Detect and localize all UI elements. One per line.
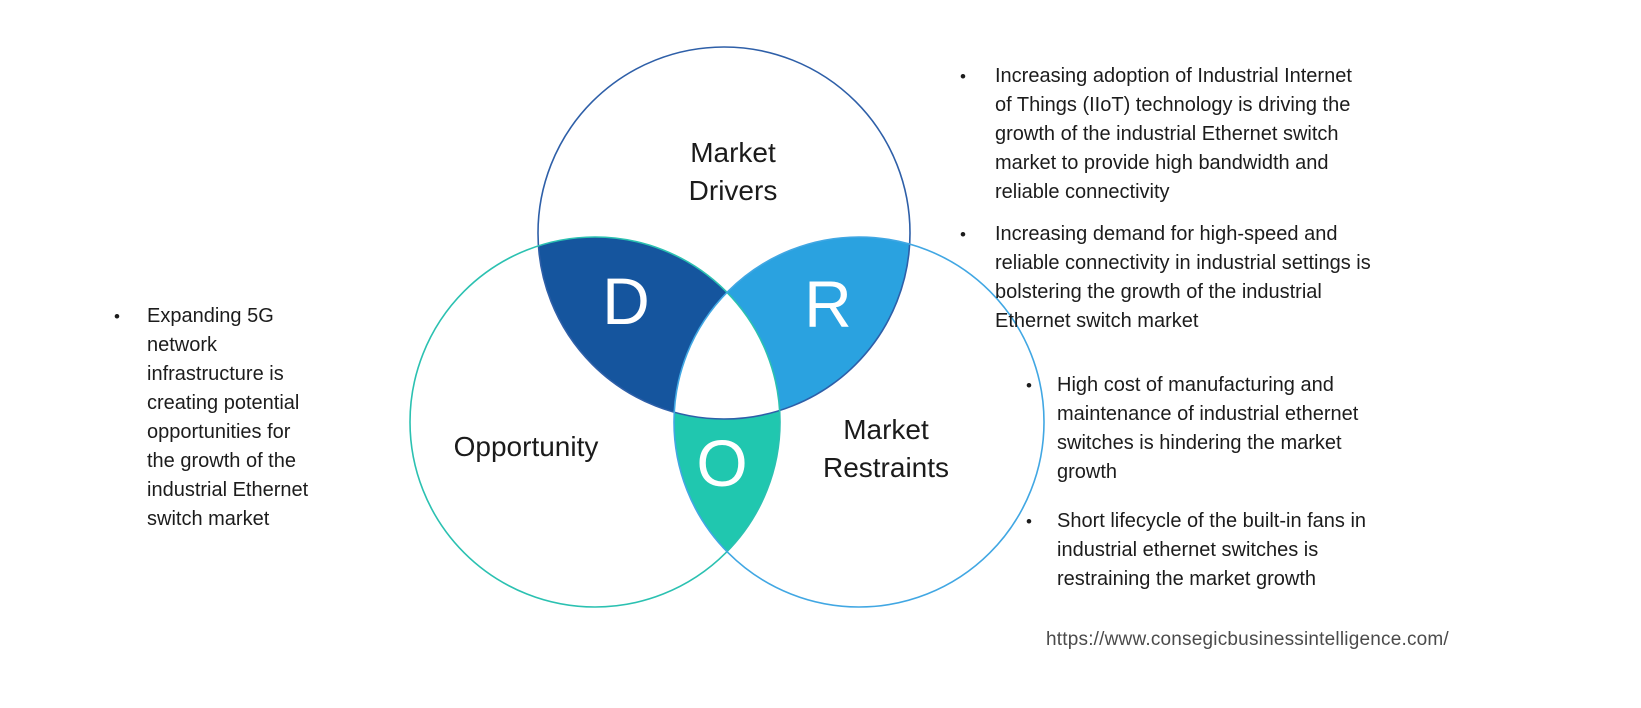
list-item: • Increasing adoption of Industrial Inte… <box>960 62 1352 207</box>
bullet-icon: • <box>960 225 966 244</box>
drivers-opportunity-overlap <box>538 237 780 419</box>
list-item: • Increasing demand for high-speed and r… <box>960 220 1371 336</box>
restraints-label: Market Restraints <box>822 414 950 483</box>
drivers-circle <box>537 46 911 420</box>
list-item: • Expanding 5G network infrastructure is… <box>114 302 308 534</box>
note-text: Increasing demand for high-speed and rel… <box>995 223 1371 332</box>
bullet-icon: • <box>114 307 120 326</box>
drivers-letter: D <box>602 264 650 338</box>
list-item: • Short lifecycle of the built-in fans i… <box>1026 507 1366 594</box>
drivers-restraints-overlap <box>674 237 910 419</box>
bullet-icon: • <box>960 67 966 86</box>
opportunity-circle <box>409 236 781 608</box>
restraints-circle <box>673 236 1045 608</box>
note-text: Short lifecycle of the built-in fans in … <box>1057 510 1367 590</box>
note-text: High cost of manufacturing and maintenan… <box>1057 374 1359 483</box>
opportunity-label: Opportunity <box>453 431 599 462</box>
note-text: Expanding 5G network infrastructure is c… <box>147 305 309 530</box>
drivers-label: Market Drivers <box>688 137 778 206</box>
note-text: Increasing adoption of Industrial Intern… <box>995 65 1352 203</box>
bullet-icon: • <box>1026 512 1032 531</box>
source-url: https://www.consegicbusinessintelligence… <box>1046 629 1449 650</box>
opportunity-letter: O <box>696 426 748 500</box>
list-item: • High cost of manufacturing and mainten… <box>1026 371 1358 487</box>
bullet-icon: • <box>1026 376 1032 395</box>
restraints-letter: R <box>804 267 852 341</box>
